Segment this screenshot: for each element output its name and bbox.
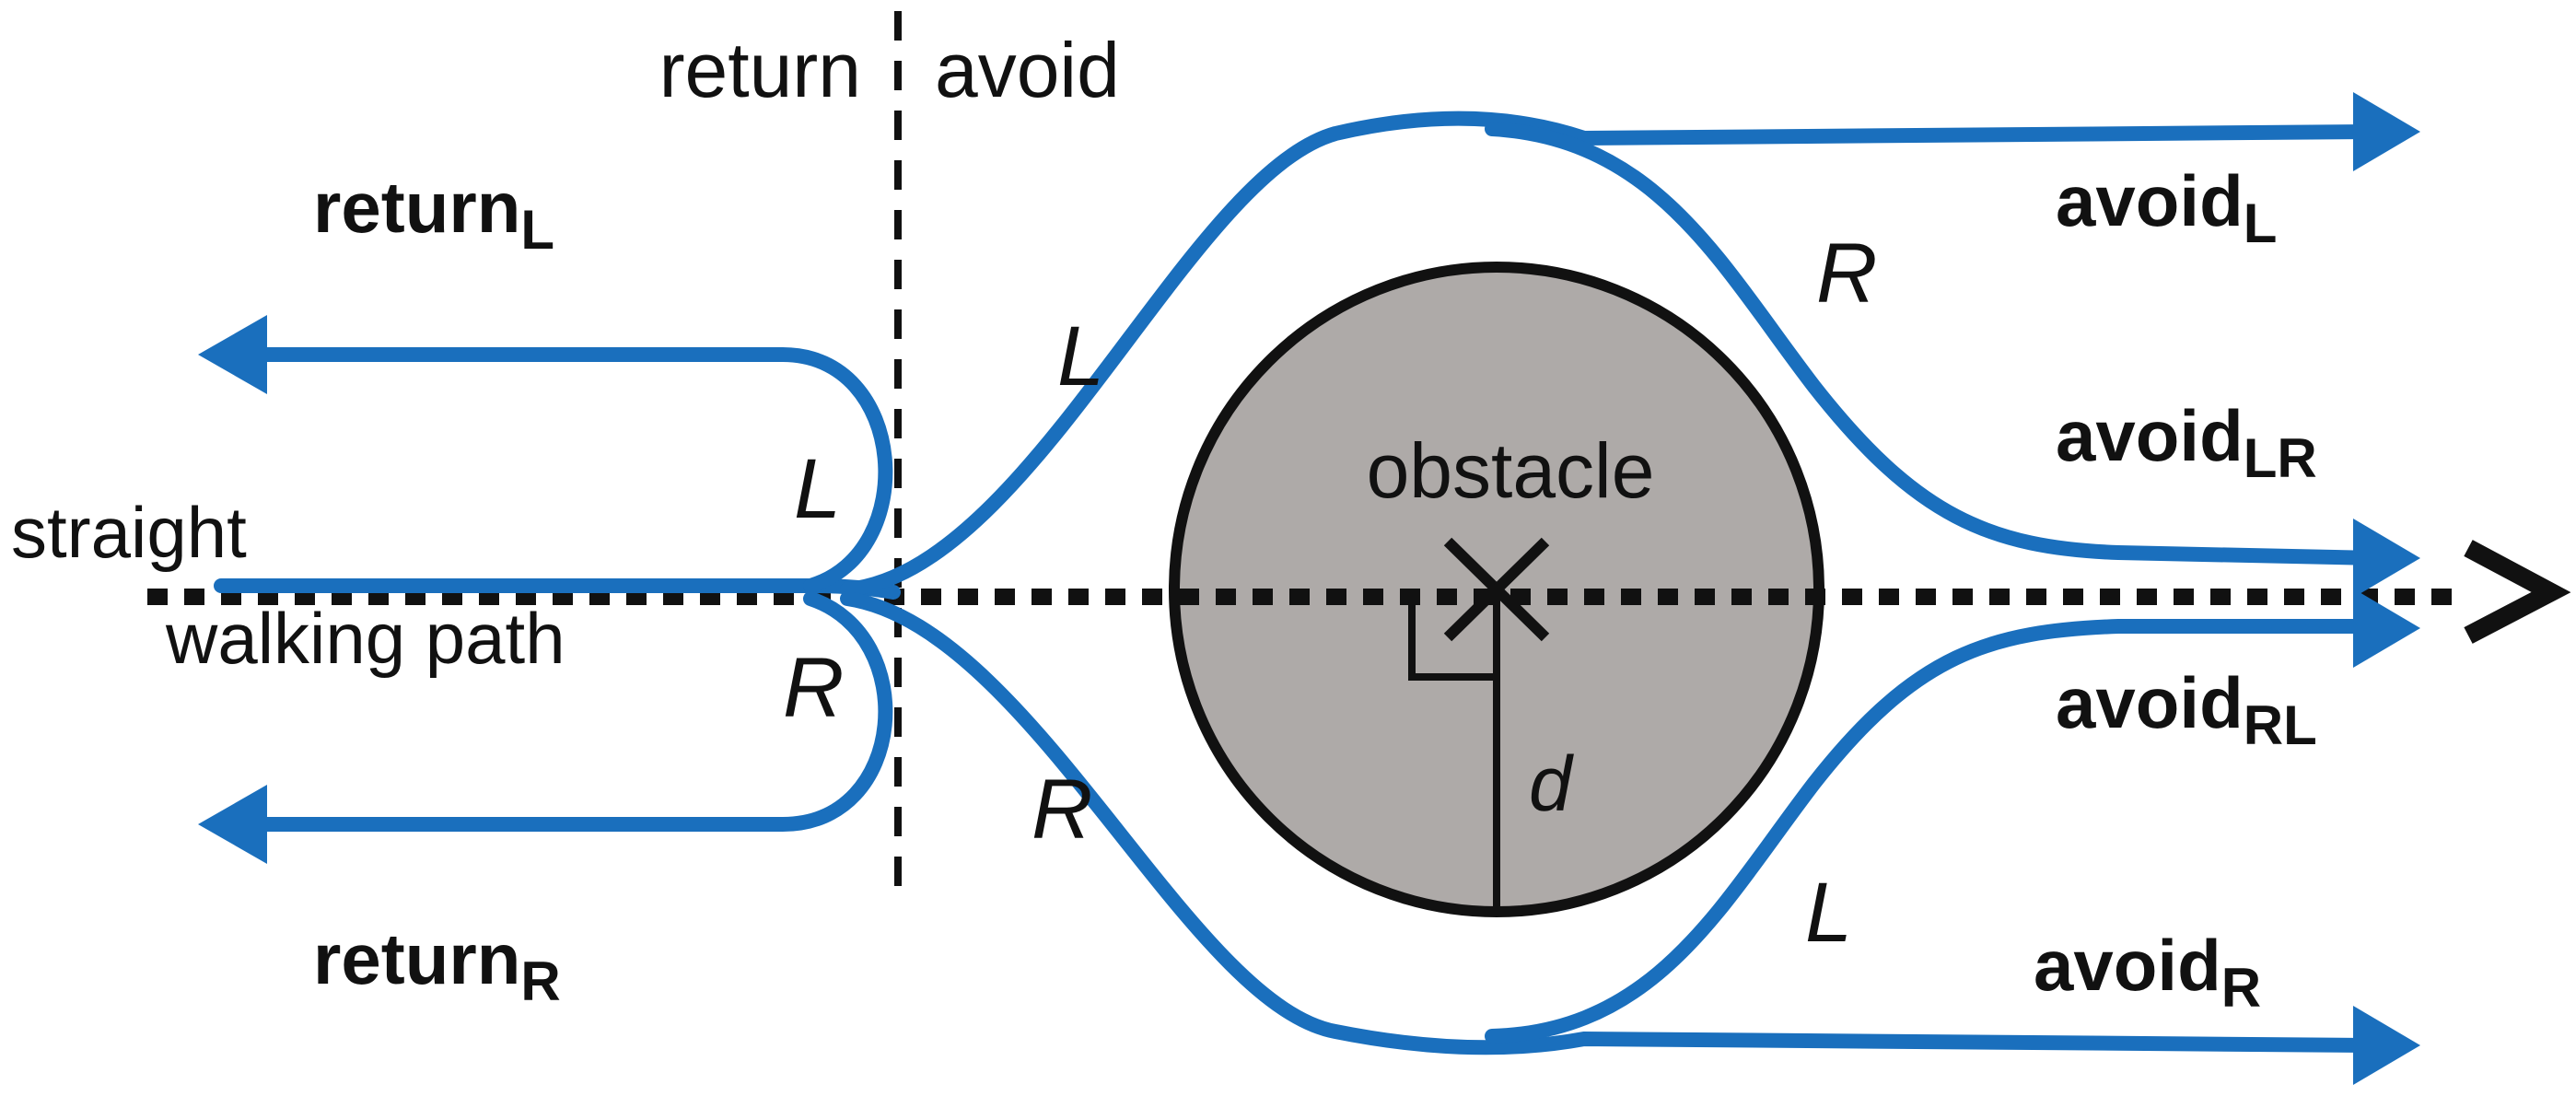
turn-label-avoid-second-left: L (1805, 866, 1852, 960)
obstacle-center-x-b (1443, 537, 1550, 642)
path-avoid-left (840, 111, 2374, 597)
label-distance-d: d (1529, 740, 1574, 827)
arrowhead-return-left (198, 315, 267, 394)
path-avoid-right (840, 591, 2374, 1055)
turn-label-avoid-left-first: L (1057, 309, 1104, 403)
strategy-label-avoid-right: avoidR (2034, 925, 2261, 1019)
arrowhead-avoid-left (2353, 92, 2420, 171)
right-angle-marker (1408, 594, 1497, 681)
turn-label-return-left: L (794, 442, 841, 536)
label-obstacle: obstacle (1367, 427, 1655, 514)
strategy-label-avoid-left: avoidL (2056, 160, 2277, 254)
strategy-label-return-left: returnL (313, 167, 554, 261)
strategy-label-avoid-lr: avoidLR (2056, 395, 2317, 489)
arrowhead-avoid-right (2353, 1006, 2420, 1085)
path-return-right (260, 591, 893, 832)
path-avoid-rl (1485, 619, 2384, 1044)
straight-path-arrowhead (2464, 540, 2571, 644)
arrowhead-return-right (198, 785, 267, 864)
arrowhead-avoid-lr (2353, 519, 2420, 598)
path-return-left (260, 347, 893, 593)
strategy-label-avoid-rl: avoidRL (2056, 662, 2317, 756)
label-walking-path: walking path (165, 598, 565, 679)
turn-label-return-right: R (783, 641, 844, 735)
turn-label-avoid-second-right: R (1816, 227, 1877, 321)
turn-label-avoid-right-first: R (1032, 763, 1092, 857)
path-avoid-lr (1485, 122, 2384, 565)
label-straight: straight (11, 492, 247, 573)
incoming-path (214, 578, 901, 600)
strategy-label-return-right: returnR (313, 918, 561, 1012)
label-return-region: return (659, 27, 861, 113)
label-avoid-region: avoid (935, 27, 1120, 113)
arrowhead-avoid-rl (2353, 589, 2420, 668)
